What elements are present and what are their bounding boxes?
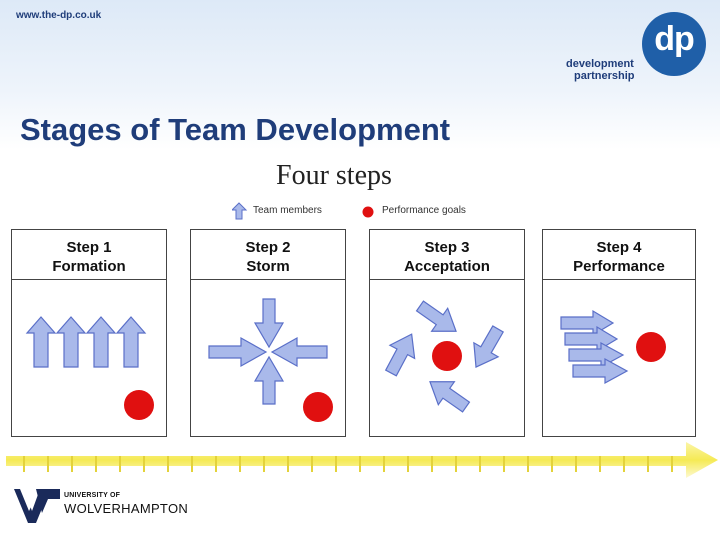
university-label-big: WOLVERHAMPTON [64,501,189,516]
step-panel-2: Step 2 Storm [190,229,346,437]
step-number: Step 4 [596,239,642,256]
performance-goal-dot [303,392,333,422]
legend-label: Performance goals [382,205,466,216]
formation-illustration [25,316,154,420]
step-number: Step 3 [424,239,470,256]
team-member-arrow-icon [473,325,505,369]
acceptation-illustration [384,300,505,413]
team-member-arrow-icon [568,341,625,369]
team-member-arrow-icon [85,316,117,368]
step-panel-1: Step 1 Formation [11,229,167,437]
step-header: Step 3 Acceptation [370,230,524,280]
team-member-arrow-icon [253,298,285,349]
team-member-arrow-icon [572,357,629,385]
team-member-arrow-icon [208,336,268,368]
step-name: Formation [52,258,126,275]
development-partnership-logo: dp development partnership [562,10,712,90]
team-member-arrow-icon [429,381,471,413]
figure-title: Four steps [276,160,392,191]
step-name: Acceptation [404,258,490,275]
performance-goal-dot [432,341,462,371]
logo-circle [642,12,706,76]
team-member-arrow-icon [270,336,328,368]
university-crest-icon [14,489,60,523]
storm-illustration [208,298,333,422]
step-panel-3: Step 3 Acceptation [369,229,525,437]
step-header: Step 2 Storm [191,230,345,280]
step-name: Storm [246,258,290,275]
university-logo: UNIVERSITY OF WOLVERHAMPTON [14,487,214,527]
timeline-ticks [23,456,673,472]
team-member-arrow-icon [415,300,457,332]
performance-goal-dot [124,390,154,420]
team-member-arrow-icon [384,333,416,377]
performance-goal-dot [636,332,666,362]
step-header: Step 4 Performance [543,230,695,280]
logo-text-line1: development [566,58,634,70]
timeline-arrow [6,442,718,478]
step-name: Performance [573,258,665,275]
team-member-arrow-icon [55,316,87,368]
team-member-arrow-icon [25,316,57,368]
step-panel-4: Step 4 Performance [542,229,696,437]
team-member-arrow-icon [115,316,147,368]
page-title: Stages of Team Development [20,112,451,147]
step-number: Step 2 [245,239,291,256]
university-label-small: UNIVERSITY OF [64,492,121,499]
site-url: www.the-dp.co.uk [16,10,102,21]
step-number: Step 1 [66,239,112,256]
performance-illustration [560,309,666,385]
legend-label: Team members [253,205,322,216]
team-member-arrow-icon [253,355,285,405]
step-header: Step 1 Formation [12,230,166,280]
up-arrow-icon [232,202,248,220]
logo-text-line2: partnership [574,70,635,82]
red-dot-icon [362,206,374,218]
logo-letters: dp [654,20,695,58]
